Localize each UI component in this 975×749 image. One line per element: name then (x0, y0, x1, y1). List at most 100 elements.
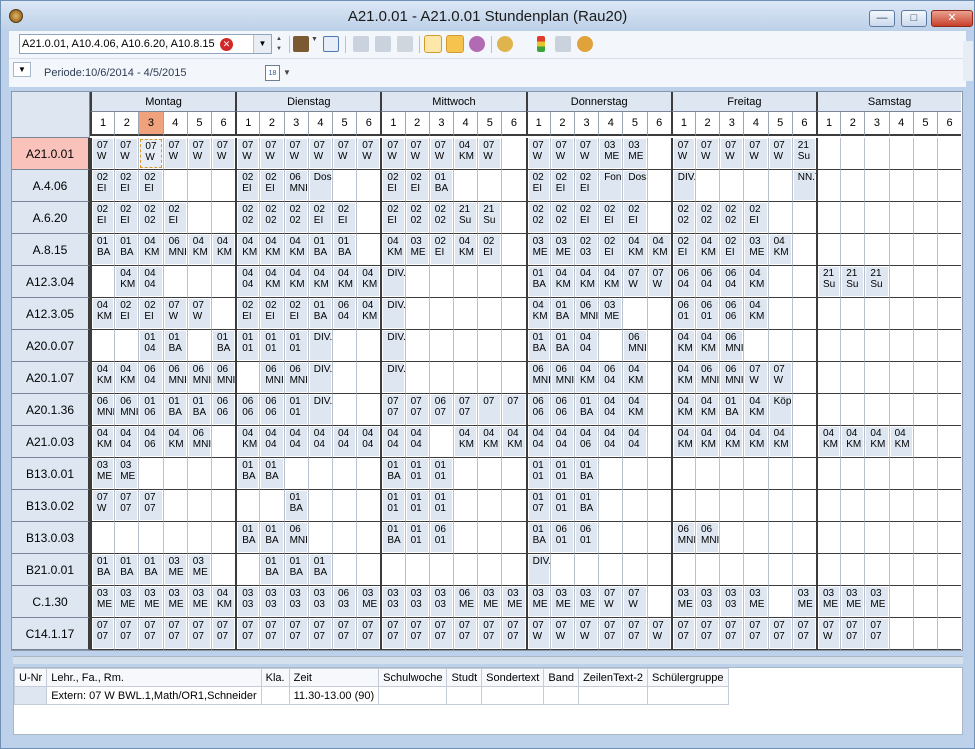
timetable-cell[interactable] (816, 234, 841, 266)
lesson-entry[interactable]: 04 KM (93, 299, 114, 328)
timetable-cell[interactable] (186, 330, 211, 362)
lesson-entry[interactable]: 04 KM (890, 427, 912, 456)
lesson-entry[interactable]: 01 BA (188, 395, 210, 424)
lesson-entry[interactable]: 02 EI (576, 171, 598, 200)
timetable-cell[interactable] (646, 170, 671, 202)
timetable-cell[interactable]: 02 02 (283, 202, 308, 234)
timetable-cell[interactable] (767, 554, 792, 586)
lesson-entry[interactable]: 07 07 (285, 619, 307, 648)
detail-column-header[interactable]: U-Nr (13, 668, 48, 687)
lesson-entry[interactable]: 06 MNI (285, 523, 308, 552)
lesson-entry[interactable]: 07 W (164, 299, 186, 328)
timetable-cell[interactable] (356, 170, 381, 202)
lesson-entry[interactable]: 07 W (721, 139, 743, 168)
timetable-cell[interactable]: 01 BA (259, 522, 284, 554)
timetable-cell[interactable] (259, 490, 284, 522)
timetable-cell[interactable]: 01 06 (138, 394, 163, 426)
lesson-entry[interactable]: 07 07 (624, 619, 646, 648)
timetable-cell[interactable]: 02 EI (90, 202, 115, 234)
timetable-cell[interactable]: 04 04 (259, 426, 284, 458)
timetable-cell[interactable] (404, 298, 429, 330)
lesson-entry[interactable]: 02 EI (238, 299, 259, 328)
timetable-cell[interactable] (622, 554, 647, 586)
timetable-cell[interactable]: 04 KM (888, 426, 913, 458)
timetable-cell[interactable]: 07 07 (186, 618, 211, 650)
lesson-entry[interactable]: 07 07 (309, 619, 331, 648)
timetable-cell[interactable] (937, 170, 962, 202)
lesson-entry[interactable]: 07 07 (406, 395, 428, 424)
timetable-cell[interactable] (937, 202, 962, 234)
lesson-entry[interactable]: 04 04 (600, 395, 622, 424)
period-header[interactable]: 1 (380, 112, 405, 136)
timetable-cell[interactable]: 02 EI (332, 202, 357, 234)
lesson-entry[interactable]: 01 01 (261, 331, 283, 360)
timetable-cell[interactable]: 21 Su (864, 266, 889, 298)
lesson-entry[interactable]: 03 ME (745, 235, 767, 264)
lesson-entry[interactable]: 03 ME (479, 587, 501, 616)
timetable-cell[interactable] (332, 490, 357, 522)
lesson-entry[interactable]: 02 EI (238, 171, 259, 200)
period-header[interactable]: 3 (138, 112, 163, 136)
lesson-entry[interactable]: 01 01 (406, 491, 428, 520)
lesson-entry[interactable]: 07 W (528, 139, 549, 168)
lesson-entry[interactable]: 03 ME (673, 587, 694, 616)
timetable-cell[interactable]: 06 01 (695, 298, 720, 330)
timetable-cell[interactable]: 02 EI (598, 234, 623, 266)
timetable-cell[interactable]: 04 KM (743, 266, 768, 298)
lesson-entry[interactable]: 04 KM (673, 427, 694, 456)
timetable-cell[interactable] (912, 458, 937, 490)
lesson-entry[interactable]: 04 KM (213, 235, 235, 264)
lesson-entry[interactable]: 03 ME (624, 139, 646, 168)
lesson-entry[interactable]: 02 EI (285, 299, 307, 328)
lesson-entry[interactable]: 04 KM (745, 299, 767, 328)
lesson-entry[interactable]: 06 MNI (697, 523, 719, 552)
timetable-cell[interactable]: 04 04 (307, 426, 332, 458)
room-header[interactable]: A.6.20 (12, 202, 90, 234)
teachers-icon[interactable] (469, 36, 485, 52)
lesson-entry[interactable]: 01 01 (406, 459, 428, 488)
timetable-cell[interactable] (840, 362, 865, 394)
lesson-entry[interactable]: 02 02 (285, 203, 307, 232)
lesson-entry[interactable]: 07 07 (116, 491, 138, 520)
timetable-cell[interactable]: 02 EI (138, 170, 163, 202)
lesson-entry[interactable]: 07 W (769, 363, 791, 392)
lesson-entry[interactable]: 06 MNI (624, 331, 647, 360)
timetable-cell[interactable] (791, 362, 816, 394)
detail-column-header[interactable]: Sondertext (481, 668, 545, 687)
timetable-cell[interactable]: DIV.THM. (307, 394, 357, 426)
timetable-cell[interactable] (864, 298, 889, 330)
lesson-entry[interactable]: 02 02 (406, 203, 428, 232)
period-header[interactable]: 6 (937, 112, 962, 136)
timetable-cell[interactable] (743, 554, 768, 586)
timetable-cell[interactable]: 07 W (622, 266, 647, 298)
timetable-cell[interactable] (356, 330, 381, 362)
timetable-cell[interactable]: 02 EI (259, 170, 284, 202)
timetable-cell[interactable]: 04 04 (598, 426, 623, 458)
room-header[interactable]: A20.1.36 (12, 394, 90, 426)
timetable-cell[interactable] (622, 522, 647, 554)
period-header[interactable]: 2 (114, 112, 139, 136)
lesson-entry[interactable]: 07 07 (866, 619, 888, 648)
timetable-cell[interactable]: 01 BA (380, 522, 405, 554)
timetable-cell[interactable]: 06 01 (549, 522, 574, 554)
timetable-cell[interactable]: 04 KM (670, 330, 695, 362)
timetable-cell[interactable] (646, 426, 671, 458)
timetable-cell[interactable]: 06 MNI (162, 234, 187, 266)
timetable-cell[interactable] (767, 266, 792, 298)
period-header[interactable]: 4 (453, 112, 478, 136)
timetable-cell[interactable] (791, 458, 816, 490)
lesson-entry[interactable]: 06 MNI (188, 427, 211, 456)
timetable-cell[interactable]: 04 KM (356, 266, 381, 298)
timetable-cell[interactable]: 07 W (186, 138, 211, 170)
lesson-entry[interactable]: 07 W (551, 139, 573, 168)
timetable-cell[interactable]: 02 EI (404, 170, 429, 202)
timetable-cell[interactable]: 03 ME (114, 458, 139, 490)
lesson-entry[interactable]: 04 KM (600, 267, 622, 296)
timetable-cell[interactable]: 06 MNI (525, 362, 551, 394)
lesson-entry[interactable]: 06 07 (430, 395, 452, 424)
timetable-cell[interactable] (501, 170, 526, 202)
timetable-cell[interactable]: 03 ME (477, 586, 502, 618)
lesson-entry[interactable]: 07 07 (793, 619, 815, 648)
timetable-cell[interactable]: 04 KM (90, 298, 115, 330)
maximize-button[interactable]: □ (901, 10, 927, 27)
